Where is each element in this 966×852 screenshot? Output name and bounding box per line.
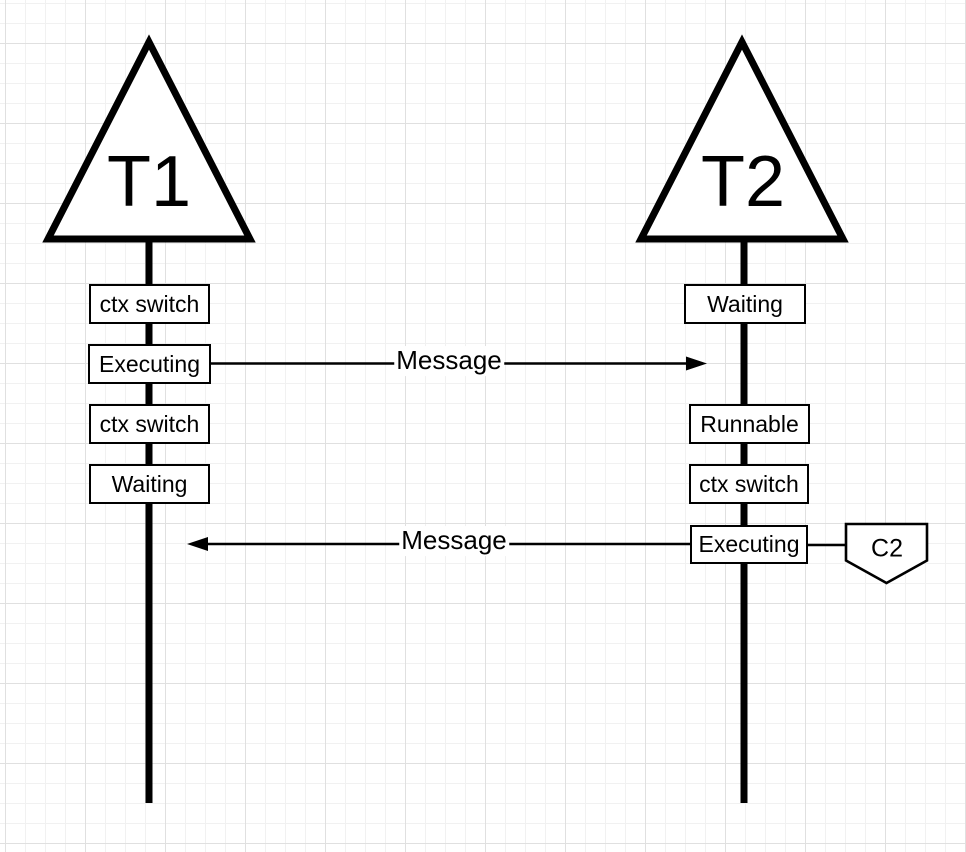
t2-actor-triangle[interactable] [635,34,849,243]
t1-state-box-ctx-switch-1[interactable]: ctx switch [89,284,210,324]
message-arrow-right-head[interactable] [686,356,707,371]
actor-label-t1: T1 [106,142,192,222]
actor-label-t2: T2 [700,142,786,222]
t1-state-box-waiting[interactable]: Waiting [89,464,210,504]
message-arrow-left-head[interactable] [187,537,208,551]
message-label-left[interactable]: Message [399,525,509,556]
t2-state-box-waiting[interactable]: Waiting [684,284,806,324]
t2-state-box-executing[interactable]: Executing [690,525,808,564]
c2-annotation-shape[interactable] [844,522,929,585]
t1-actor-triangle[interactable] [42,34,256,243]
t2-state-box-ctx-switch[interactable]: ctx switch [689,464,809,504]
t1-state-box-executing[interactable]: Executing [88,344,211,384]
t2-state-box-runnable[interactable]: Runnable [689,404,810,444]
c2-annotation-label: C2 [871,534,903,563]
t1-state-box-ctx-switch-2[interactable]: ctx switch [89,404,210,444]
message-label-right[interactable]: Message [394,345,504,376]
